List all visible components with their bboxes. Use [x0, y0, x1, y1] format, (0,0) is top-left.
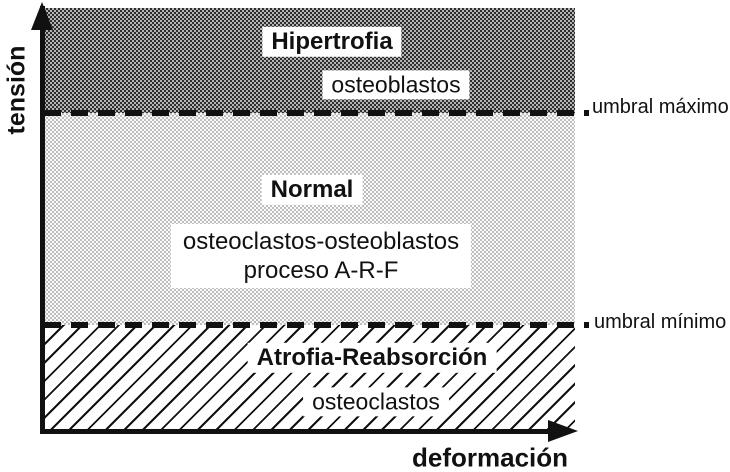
normal-zone — [44, 113, 575, 325]
hypertrophy-zone-title: Hipertrofia — [262, 26, 402, 58]
normal-zone-detail-box: osteoclastos-osteoblastos proceso A-R-F — [170, 224, 472, 288]
y-axis-label: tensión — [2, 45, 31, 135]
y-axis-arrowhead-icon — [31, 2, 53, 30]
x-axis — [40, 429, 552, 434]
hypertrophy-zone — [44, 8, 575, 113]
normal-zone-cells-label: osteoclastos-osteoblastos — [182, 228, 460, 255]
min-threshold-dashed-line — [44, 322, 589, 328]
x-axis-label: deformación — [411, 442, 569, 472]
x-axis-arrowhead-icon — [548, 420, 578, 442]
normal-zone-title: Normal — [261, 174, 363, 206]
hypertrophy-zone-cells-label: osteoblastos — [322, 70, 470, 100]
normal-zone-process-label: proceso A-R-F — [243, 257, 399, 284]
y-axis — [40, 6, 45, 434]
atrophy-zone — [44, 325, 575, 431]
min-threshold-label: umbral mínimo — [594, 311, 727, 333]
atrophy-zone-title: Atrofia-Reabsorción — [247, 342, 497, 374]
atrophy-zone-cells-label: osteoclastos — [303, 387, 449, 417]
max-threshold-dashed-line — [44, 110, 589, 116]
max-threshold-label: umbral máximo — [592, 96, 729, 118]
